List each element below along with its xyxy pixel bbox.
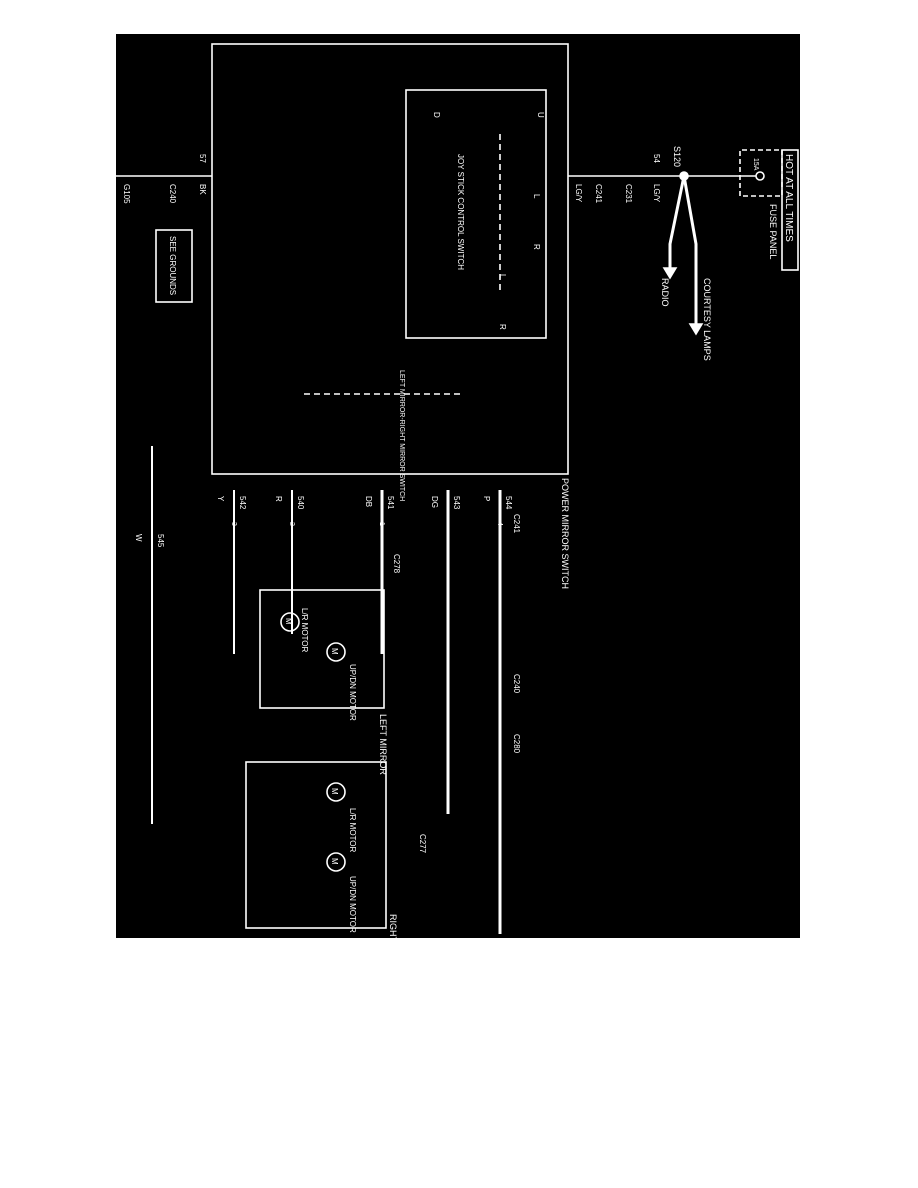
lgy-label-b: LG/Y	[574, 184, 583, 203]
c57-label: 57	[198, 154, 207, 163]
rotated-diagram: HOT AT ALL TIMES FUSE PANEL 15A S120 COU…	[116, 43, 799, 981]
g105-label: G105	[122, 184, 131, 204]
pos-l-2: L	[498, 274, 507, 279]
right-lr-motor-icon	[326, 782, 346, 802]
bk-label: BK	[198, 184, 207, 195]
pos-r-2: R	[498, 324, 507, 330]
c54-label-a: 54	[652, 154, 661, 163]
pin-2: 2	[288, 522, 295, 526]
selector-label: LEFT MIRROR-RIGHT MIRROR SWITCH	[398, 370, 405, 501]
left-lr-motor-symbol: M	[284, 618, 293, 625]
right-updn-motor-icon	[326, 852, 346, 872]
right-mirror-box	[245, 761, 387, 929]
c544-label: 544	[504, 496, 513, 510]
see-grounds-label: SEE GROUNDS	[168, 236, 177, 295]
y-label: Y	[216, 496, 225, 502]
pin-1: 1	[378, 522, 385, 526]
joystick-section	[405, 89, 547, 339]
c241-label-top: C241	[594, 184, 603, 204]
c240-label: C240	[512, 674, 521, 694]
dg-label: DG	[430, 496, 439, 508]
splice-label: S120	[672, 146, 682, 167]
w-label: W	[134, 534, 143, 542]
c543-label: 543	[452, 496, 461, 510]
courtesy-lamps-arrow	[688, 323, 704, 336]
right-updn-motor-symbol: M	[330, 858, 339, 865]
c241-label-bus: C241	[512, 514, 521, 534]
right-lr-motor-symbol: M	[330, 788, 339, 795]
pos-d-1: D	[432, 112, 441, 118]
power-mirror-switch-box	[211, 43, 569, 475]
fuse-panel-label: FUSE PANEL	[768, 204, 778, 259]
c542-label: 542	[238, 496, 247, 510]
left-mirror-box	[259, 589, 385, 709]
right-mirror-title: RIGHT MIRROR	[388, 914, 398, 981]
pos-r-1: R	[532, 244, 541, 250]
pos-l-1: L	[532, 194, 541, 199]
c540-label: 540	[296, 496, 305, 510]
left-updn-motor-label: UP/DN MOTOR	[348, 664, 357, 721]
courtesy-lamps-label: COURTESY LAMPS	[702, 278, 712, 361]
see-grounds-box	[155, 229, 193, 303]
p-label: P	[482, 496, 491, 501]
pin-4: 4	[496, 522, 503, 526]
c240-ground-label: C240	[168, 184, 177, 204]
right-lr-motor-label: L/R MOTOR	[348, 808, 357, 853]
r-label: R	[274, 496, 283, 502]
switch-title: POWER MIRROR SWITCH	[560, 478, 570, 589]
c231-label: C231	[624, 184, 633, 204]
joystick-label: JOY STICK CONTROL SWITCH	[456, 154, 465, 270]
db-label: DB	[364, 496, 373, 507]
pos-u-1: U	[536, 112, 545, 118]
hot-label: HOT AT ALL TIMES	[783, 154, 794, 242]
radio-label: RADIO	[660, 278, 670, 307]
left-updn-motor-symbol: M	[330, 648, 339, 655]
c280-label: C280	[512, 734, 521, 754]
fuse-rating: 15A	[752, 158, 759, 171]
courtesy-lamps-wire	[682, 175, 698, 324]
radio-wire	[668, 175, 686, 268]
fuse-panel-box	[739, 149, 783, 197]
pin-3: 3	[230, 522, 237, 526]
lgy-label-a: LG/Y	[652, 184, 661, 203]
c541-label: 541	[386, 496, 395, 510]
right-updn-motor-label: UP/DN MOTOR	[348, 876, 357, 933]
c545-label: 545	[156, 534, 165, 548]
radio-arrow	[662, 267, 678, 280]
c277-label: C277	[418, 834, 427, 854]
left-updn-motor-icon	[326, 642, 346, 662]
left-lr-motor-label: L/R MOTOR	[300, 608, 309, 653]
left-mirror-title: LEFT MIRROR	[378, 714, 388, 775]
hot-at-all-times-box	[781, 149, 799, 271]
left-lr-motor-icon	[280, 612, 300, 632]
c278-label: C278	[392, 554, 401, 574]
